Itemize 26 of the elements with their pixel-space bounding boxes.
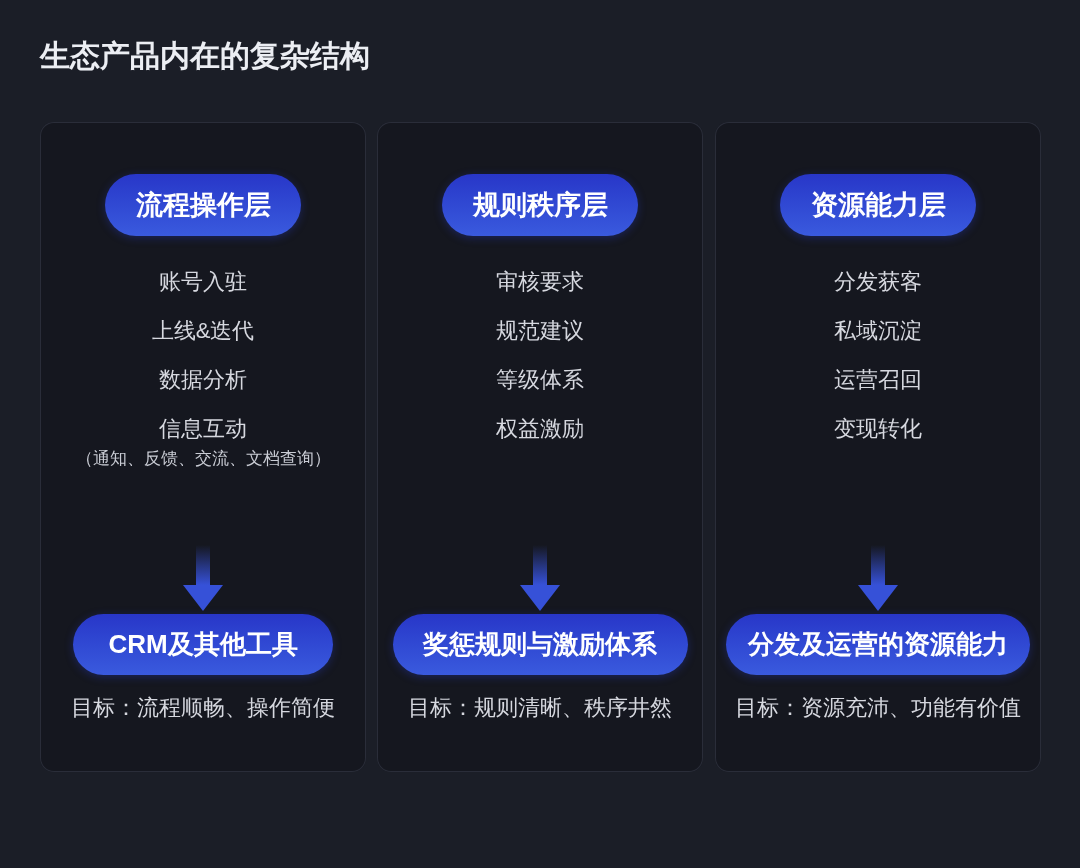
feature-item: 上线&迭代 xyxy=(151,317,255,345)
diagram-title: 生态产品内在的复杂结构 xyxy=(40,39,370,72)
layer-pill: 流程操作层 xyxy=(105,174,301,236)
outcome-pill: 分发及运营的资源能力 xyxy=(726,614,1030,675)
feature-note: （通知、反馈、交流、文档查询） xyxy=(75,448,331,470)
feature-item: 分发获客 xyxy=(834,268,922,296)
column-card xyxy=(377,122,703,772)
column-card xyxy=(40,122,366,772)
layer-pill: 规则秩序层 xyxy=(442,174,638,236)
outcome-pill: 奖惩规则与激励体系 xyxy=(392,614,688,675)
feature-item: 规范建议 xyxy=(496,317,584,345)
outcome-pill: CRM及其他工具 xyxy=(73,614,333,675)
feature-item: 变现转化 xyxy=(834,415,922,443)
feature-item: 运营召回 xyxy=(834,366,922,394)
goal-text: 目标：规则清晰、秩序井然 xyxy=(408,694,672,722)
feature-item: 等级体系 xyxy=(496,366,584,394)
goal-text: 目标：资源充沛、功能有价值 xyxy=(735,694,1021,722)
layer-pill: 资源能力层 xyxy=(780,174,976,236)
feature-item: 权益激励 xyxy=(496,415,584,443)
feature-item: 账号入驻 xyxy=(159,268,247,296)
feature-item: 数据分析 xyxy=(159,366,247,394)
feature-item: 私域沉淀 xyxy=(834,317,922,345)
feature-item: 信息互动 xyxy=(159,415,247,443)
feature-item: 审核要求 xyxy=(496,268,584,296)
column-card xyxy=(715,122,1041,772)
goal-text: 目标：流程顺畅、操作简便 xyxy=(71,694,335,722)
